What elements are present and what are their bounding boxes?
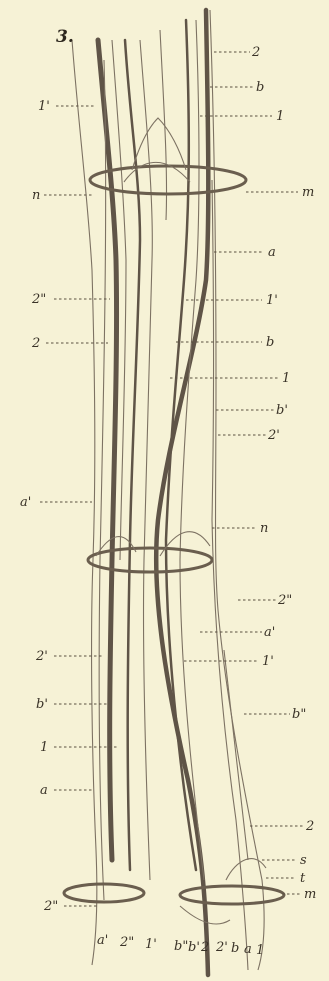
label-bottom-7: 2' [215, 940, 228, 955]
label-right-19: m [304, 887, 316, 902]
label-right-14: 1' [262, 654, 274, 669]
label-right-1: 2 [251, 45, 260, 60]
left-labels: 1' n 2" 2 a' 2' b' 1 a 2" [20, 99, 118, 914]
label-bottom-6: 2 [200, 940, 209, 955]
label-left-9: a [40, 783, 48, 798]
label-bottom-8: b [231, 941, 239, 956]
label-right-2: b [256, 80, 264, 95]
label-bottom-3: 1' [145, 937, 157, 952]
figure-number: 3. [56, 27, 74, 47]
label-right-11: n [260, 521, 268, 536]
label-bottom-10: 1 [256, 943, 264, 958]
label-right-15: b" [292, 707, 306, 722]
label-left-10: 2" [43, 899, 58, 914]
label-right-7: b [266, 335, 274, 350]
label-bottom-9: a [244, 942, 252, 957]
label-right-9: b' [276, 403, 288, 418]
label-bottom-5: b' [188, 940, 200, 955]
label-right-8: 1 [282, 371, 290, 386]
label-right-10: 2' [267, 428, 280, 443]
label-left-5: a' [20, 495, 31, 510]
label-bottom-2: 2" [119, 935, 134, 950]
label-right-3: 1 [276, 109, 284, 124]
label-right-6: 1' [266, 293, 278, 308]
valve-bands [64, 118, 284, 924]
label-left-2: n [32, 188, 40, 203]
label-left-1: 1' [38, 99, 50, 114]
label-right-4: m [302, 185, 314, 200]
label-bottom-4: b" [174, 939, 188, 954]
vessels [98, 10, 248, 975]
label-right-18: t [300, 871, 306, 886]
label-right-16: 2 [305, 819, 314, 834]
label-bottom-1: a' [97, 933, 108, 948]
label-left-6: 2' [35, 649, 48, 664]
label-left-8: 1 [40, 740, 48, 755]
label-left-4: 2 [31, 336, 40, 351]
label-left-7: b' [36, 697, 48, 712]
label-right-5: a [268, 245, 276, 260]
label-right-13: a' [264, 625, 275, 640]
bottom-labels: a' 2" 1' b" b' 2 2' b a 1 [97, 933, 264, 958]
label-left-3: 2" [31, 292, 46, 307]
label-right-12: 2" [277, 593, 292, 608]
label-right-17: s [300, 853, 307, 868]
